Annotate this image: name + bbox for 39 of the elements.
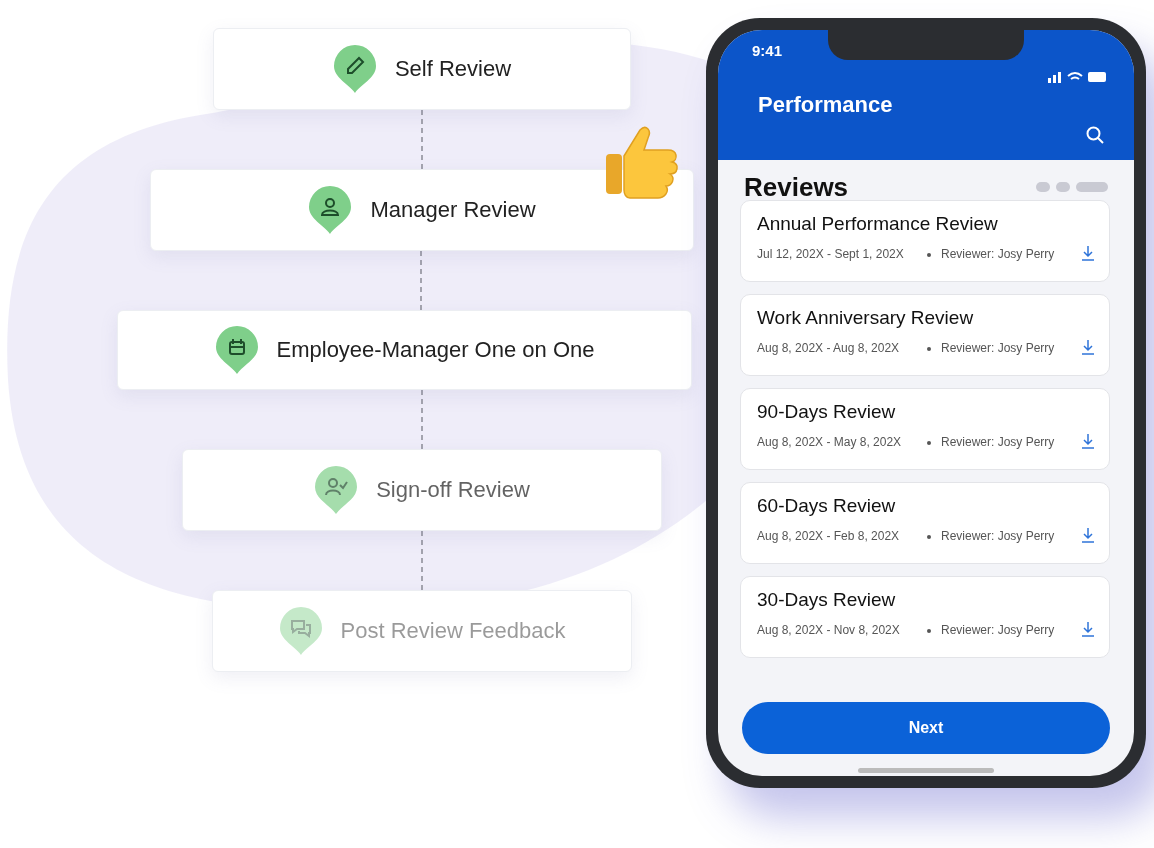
review-card bbox=[740, 388, 1110, 470]
card-title: Work Anniversary Review bbox=[757, 307, 974, 329]
date-range: Aug 8, 202X - Feb 8, 202X bbox=[757, 529, 900, 543]
status-time: 9:41 bbox=[752, 42, 783, 59]
date-range: Aug 8, 202X - Nov 8, 202X bbox=[757, 623, 900, 637]
reviewer-text: Reviewer: Josy Perry bbox=[941, 435, 1055, 449]
date-range: Aug 8, 202X - Aug 8, 202X bbox=[757, 341, 900, 355]
card-title: 60-Days Review bbox=[757, 495, 896, 517]
reviewer-text: Reviewer: Josy Perry bbox=[941, 341, 1055, 355]
step-card bbox=[213, 28, 631, 110]
review-card bbox=[740, 576, 1110, 658]
card-title: Annual Performance Review bbox=[757, 213, 998, 235]
step-card bbox=[117, 310, 692, 390]
connector-line bbox=[420, 250, 422, 311]
step-label: Employee-Manager One on One bbox=[276, 337, 595, 363]
connector-line bbox=[421, 530, 423, 591]
review-card bbox=[740, 482, 1110, 564]
connector-line bbox=[421, 389, 423, 450]
review-card bbox=[740, 294, 1110, 376]
reviewer-text: Reviewer: Josy Perry bbox=[941, 247, 1055, 261]
reviewer-text: Reviewer: Josy Perry bbox=[941, 623, 1055, 637]
date-range: Jul 12, 202X - Sept 1, 202X bbox=[757, 247, 904, 261]
step-card bbox=[212, 590, 632, 672]
date-range: Aug 8, 202X - May 8, 202X bbox=[757, 435, 902, 449]
step-label: Manager Review bbox=[370, 197, 536, 223]
app-title: Performance bbox=[758, 92, 893, 118]
step-label: Sign-off Review bbox=[376, 477, 530, 503]
step-card bbox=[150, 169, 694, 251]
step-label: Post Review Feedback bbox=[340, 618, 566, 644]
card-title: 30-Days Review bbox=[757, 589, 896, 611]
review-card bbox=[740, 200, 1110, 282]
step-card bbox=[182, 449, 662, 531]
card-title: 90-Days Review bbox=[757, 401, 896, 423]
reviewer-text: Reviewer: Josy Perry bbox=[941, 529, 1055, 543]
step-label: Self Review bbox=[394, 56, 512, 82]
next-button: Next bbox=[742, 702, 1110, 754]
screen-heading: Reviews bbox=[744, 172, 849, 203]
connector-line bbox=[421, 109, 423, 170]
phone-mockup bbox=[706, 18, 1146, 788]
